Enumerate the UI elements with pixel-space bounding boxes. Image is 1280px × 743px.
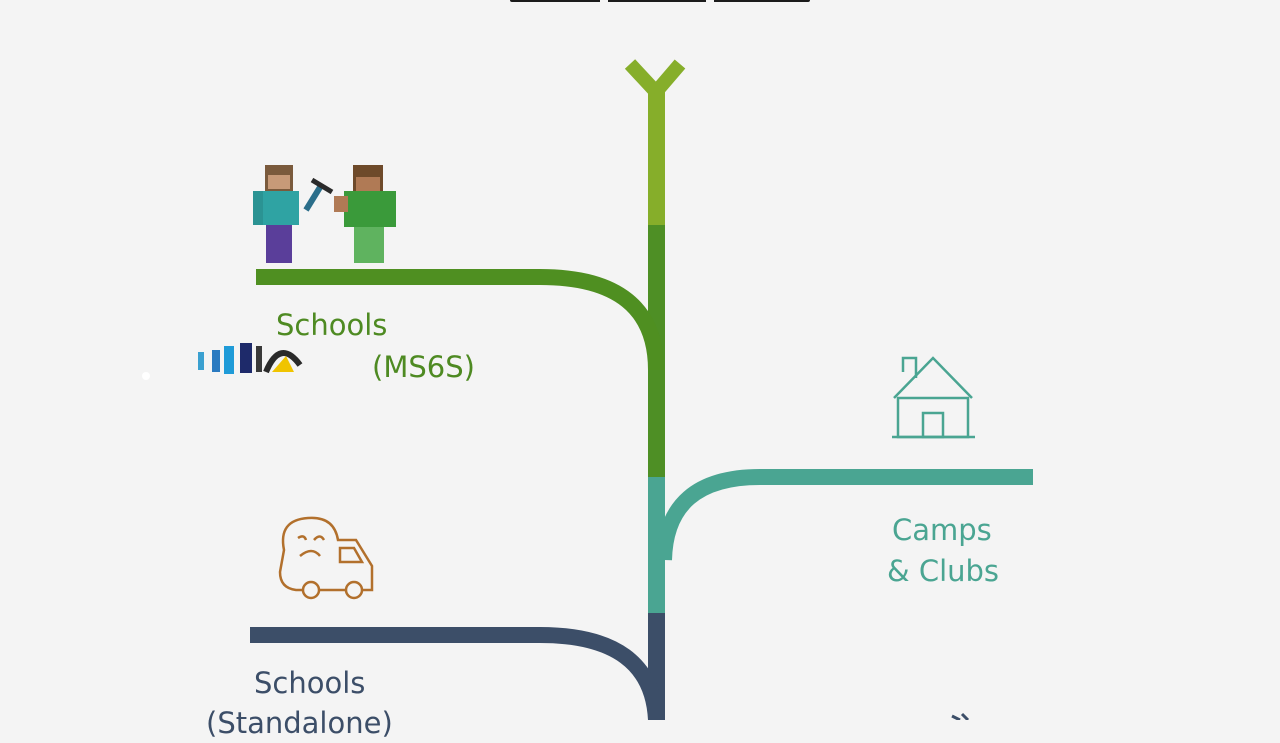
branch-label-schools-ms6s-line1: Schools <box>276 308 388 342</box>
delivery-van-icon <box>278 516 374 600</box>
branch-label-schools-standalone-line2: (Standalone) <box>206 706 393 740</box>
trunk-arrow-icon <box>624 59 686 97</box>
minecraft-characters-icon <box>253 165 396 263</box>
title-fragment <box>510 0 810 2</box>
branch-line-schools-standalone <box>250 627 664 720</box>
partial-glyph <box>951 712 970 720</box>
trunk-segment-low <box>648 477 665 613</box>
branch-line-camps-clubs <box>656 469 1033 561</box>
decorative-figures-icon <box>142 343 303 380</box>
branch-label-camps-clubs-line1: Camps <box>892 513 992 547</box>
branch-label-schools-standalone-line1: Schools <box>254 666 366 700</box>
branch-label-schools-ms6s-line2: (MS6S) <box>372 350 475 384</box>
branch-label-camps-clubs-line2: & Clubs <box>887 554 1000 588</box>
trunk-segment-top <box>648 90 665 225</box>
house-icon <box>892 356 975 439</box>
branch-camps-clubs <box>656 469 1033 561</box>
trunk <box>624 59 686 720</box>
branch-diagram <box>142 0 1033 720</box>
branch-line-schools-ms6s <box>256 269 664 371</box>
branch-schools-standalone <box>250 627 664 720</box>
branch-schools-ms6s <box>256 269 664 371</box>
